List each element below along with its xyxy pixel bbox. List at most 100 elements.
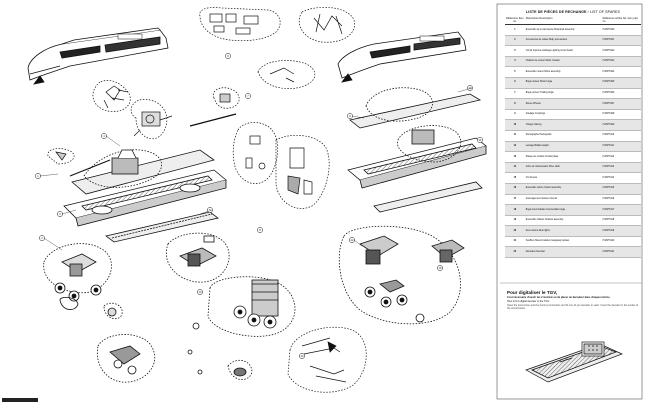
row-part-no: HJ2975112 [602,155,615,158]
callout-number: 7 [247,94,249,98]
parts-list-title-fr: LISTE DE PIÈCES DE RECHANGE [525,10,587,14]
table-row: 12 Lestage Ballast weight HJ2975111 [505,141,641,153]
coupling-parts-bottom [287,326,367,393]
digital-title-fr: Pour digitaliser le TGV, [507,290,558,295]
table-row: 8 Roues Wheels HJ2975107 [505,99,641,110]
callout-number: 2 [41,236,43,240]
callout-number: 14 [301,354,304,358]
row-description: Attelage Couplings [525,113,546,116]
callout-number: 8 [259,228,261,232]
table-header: Référence Item no. Description Descripti… [505,17,641,25]
row-part-no: HJ2975103 [602,60,615,63]
callout-number: 12 [351,238,354,242]
callout-number: 10 [469,86,472,90]
row-description: Châssis de moteur Motor chassis [525,60,560,63]
callout-number: 5 [209,208,211,212]
row-ref: 21 [513,240,517,243]
row-part-no: HJ2975119 [602,229,615,232]
row-part-no: HJ2975100 [602,28,615,31]
circuit-board-parts [199,6,355,89]
row-part-no: HJ2975115 [602,187,615,190]
row-part-no: HJ2975105 [602,81,615,84]
row-part-no: HJ2975116 [602,198,615,200]
motor-bogie-lower-left [43,243,123,320]
row-part-no: HJ2975106 [602,92,615,95]
drive-shaft-parts [47,87,240,177]
table-row: 10 Vitrage Glazing HJ2975109 [505,120,641,131]
row-part-no: HJ2975118 [602,219,615,222]
row-description: Ensemble voiture Coach assembly [525,187,562,190]
table-row: 16 Ensemble voiture Coach assembly HJ29751… [505,183,641,195]
row-description: Vitrage Glazing [525,123,542,126]
table-body: 1 Ensemble de la carrosserie Bodyshell as… [505,25,641,259]
locomotive-body-left [27,27,169,85]
row-ref: 11 [513,134,517,137]
row-description: Feux arrière Rear lights [525,229,550,232]
row-description: Aménagement intérieur Interior [525,198,558,200]
row-description: Soufflet d'intercirculation Gangway bell… [525,240,570,243]
row-part-no: HJ2975108 [602,113,615,116]
row-ref: 8 [514,102,516,105]
digital-title-en: How to fit a digital decoder in the TGV: [507,300,550,303]
callout-number: 11 [479,138,482,142]
parts-list-table: LISTE DE PIÈCES DE RECHANGE / LIST OF SP… [505,7,641,259]
callout-number: 3 [59,212,61,216]
pantograph-parts [232,122,330,209]
row-part-no: HJ2975102 [602,49,615,52]
row-ref: 13 [513,155,517,158]
row-ref: 19 [513,219,517,222]
page-footer-bar [2,398,38,402]
row-part-no: HJ2975121 [602,250,615,253]
row-ref: 1 [514,28,516,31]
table-row: 13 Plaque de contact Contact plate HJ29751… [505,152,641,163]
row-ref: 16 [513,187,517,190]
callout-number: 1 [37,174,39,178]
row-description: Accessoires de caisse Body accessories [525,39,568,42]
row-ref: 12 [513,145,517,148]
row-part-no: HJ2975111 [602,145,614,148]
header-part-no: Référence article No. Item part no. [602,17,638,23]
row-part-no: HJ2975101 [602,39,615,42]
row-ref: 20 [513,229,517,232]
row-part-no: HJ2975109 [602,123,615,126]
bogie-parts-top-left [92,80,173,140]
digital-body-fr: Il est nécessaire d'ouvrir les 2 motrice… [507,296,611,299]
row-description: Lestage Ballast weight [525,145,549,148]
digital-body-en: Open the locomotive and the dummy locomo… [507,304,639,310]
ballast-plate-left [105,211,219,243]
row-description: Plaque de contact Contact plate [525,155,559,158]
callout-number: 13 [199,290,202,294]
row-description: Roues Wheels [525,102,541,105]
row-description: Bogie porteur Trailing bogie [525,92,554,95]
row-part-no: HJ2975117 [602,208,615,211]
row-part-no: HJ2975113 [602,166,615,169]
row-part-no: HJ2975107 [602,102,615,105]
row-ref: 9 [514,113,516,116]
row-part-no: HJ2975120 [602,240,615,243]
table-row: 20 Feux arrière Rear lights HJ2975119 [505,226,641,237]
row-ref: 10 [513,123,517,126]
gear-parts-bottom [96,334,253,383]
row-ref: 15 [513,176,517,179]
table-row: 2 Accessoires de caisse Body accessories H… [505,35,641,47]
table-row: 9 Attelage Couplings HJ2975108 [505,110,641,121]
row-ref: 14 [513,166,517,169]
header-ref: Référence Item no. [506,17,524,23]
bogie-assembly-right [338,225,465,325]
row-ref: 3 [514,49,516,52]
row-description: Bogie moteur Motor bogie [525,81,553,84]
parts-table-frame [496,3,643,400]
row-description: Ensemble de la carrosserie Bodyshell ass… [525,28,575,31]
row-description: Ensemble châssis Chassis assembly [525,219,564,222]
row-ref: 22 [513,250,517,253]
callout-number: 15 [439,266,442,270]
center-bogie-assembly [192,276,296,337]
row-ref: 2 [514,39,516,42]
